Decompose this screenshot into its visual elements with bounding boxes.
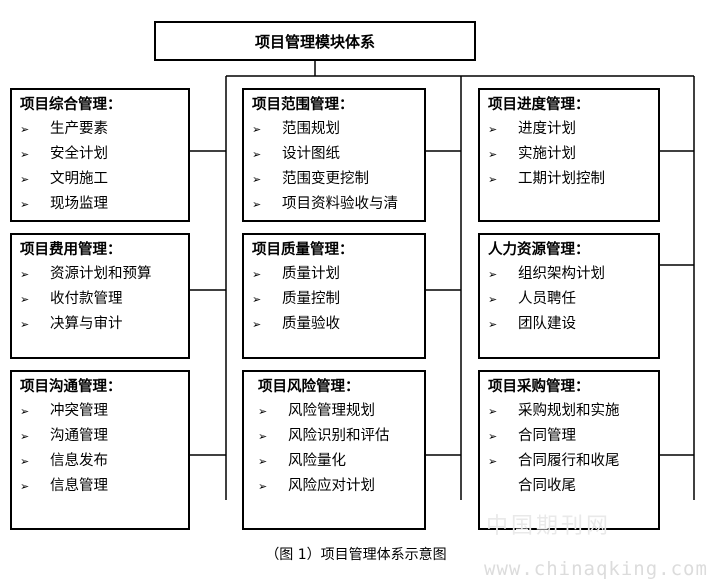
module-title: 项目风险管理： — [258, 379, 360, 395]
list-item: ➢风险应对计划 — [258, 474, 418, 499]
list-item: ➢设计图纸 — [252, 142, 418, 167]
list-item: ➢安全计划 — [20, 142, 182, 167]
module-title: 项目沟通管理： — [20, 379, 122, 395]
arrow-bullet-icon: ➢ — [488, 268, 498, 281]
arrow-bullet-icon: ➢ — [258, 480, 268, 493]
figure-caption: （图 1）项目管理体系示意图 — [265, 547, 447, 563]
list-item: ➢资源计划和预算 — [20, 262, 182, 287]
list-item: ➢工期计划控制 — [488, 167, 652, 192]
list-item: ➢采购规划和实施 — [488, 399, 652, 424]
arrow-bullet-icon: ➢ — [20, 405, 30, 418]
arrow-bullet-icon: ➢ — [252, 318, 262, 331]
list-item: ➢生产要素 — [20, 117, 182, 142]
module-title: 项目费用管理： — [20, 242, 122, 258]
list-item: ➢实施计划 — [488, 142, 652, 167]
module-hr: 人力资源管理： ➢组织架构计划 ➢人员聘任 ➢团队建设 — [478, 233, 660, 359]
arrow-bullet-icon: ➢ — [20, 268, 30, 281]
arrow-bullet-icon: ➢ — [252, 293, 262, 306]
diagram-title: 项目管理模块体系 — [154, 21, 476, 61]
list-item: ➢决算与审计 — [20, 312, 182, 337]
arrow-bullet-icon: ➢ — [20, 148, 30, 161]
module-cost: 项目费用管理： ➢资源计划和预算 ➢收付款管理 ➢决算与审计 — [10, 233, 190, 359]
arrow-bullet-icon: ➢ — [488, 318, 498, 331]
module-communication: 项目沟通管理： ➢冲突管理 ➢沟通管理 ➢信息发布 ➢信息管理 — [10, 370, 190, 530]
arrow-bullet-icon: ➢ — [488, 148, 498, 161]
list-item: ➢风险识别和评估 — [258, 424, 418, 449]
arrow-bullet-icon: ➢ — [252, 123, 262, 136]
list-item: ➢收付款管理 — [20, 287, 182, 312]
list-item: ➢项目资料验收与清 — [252, 192, 418, 217]
module-title: 项目质量管理： — [252, 242, 354, 258]
list-item: ➢沟通管理 — [20, 424, 182, 449]
module-scope: 项目范围管理： ➢范围规划 ➢设计图纸 ➢范围变更挖制 ➢项目资料验收与清 — [242, 88, 426, 222]
list-item: ➢现场监理 — [20, 192, 182, 217]
arrow-bullet-icon: ➢ — [488, 455, 498, 468]
module-schedule: 项目进度管理： ➢进度计划 ➢实施计划 ➢工期计划控制 — [478, 88, 660, 222]
arrow-bullet-icon: ➢ — [20, 293, 30, 306]
arrow-bullet-icon: ➢ — [258, 455, 268, 468]
arrow-bullet-icon: ➢ — [20, 123, 30, 136]
list-item: ➢风险量化 — [258, 449, 418, 474]
list-item: ➢合同履行和收尾 — [488, 449, 652, 474]
list-item: ➢范围变更挖制 — [252, 167, 418, 192]
module-title: 人力资源管理： — [488, 242, 590, 258]
list-item: ➢风险管理规划 — [258, 399, 418, 424]
arrow-bullet-icon: ➢ — [20, 318, 30, 331]
arrow-bullet-icon: ➢ — [488, 173, 498, 186]
arrow-bullet-icon: ➢ — [20, 480, 30, 493]
module-procurement: 项目采购管理： ➢采购规划和实施 ➢合同管理 ➢合同履行和收尾 合同收尾 — [478, 370, 660, 530]
watermark-text: 中国期刊网 — [486, 514, 612, 539]
module-title: 项目采购管理： — [488, 379, 590, 395]
arrow-bullet-icon: ➢ — [488, 123, 498, 136]
arrow-bullet-icon: ➢ — [252, 268, 262, 281]
list-item: ➢人员聘任 — [488, 287, 652, 312]
list-item: ➢信息发布 — [20, 449, 182, 474]
arrow-bullet-icon: ➢ — [258, 430, 268, 443]
list-item: ➢冲突管理 — [20, 399, 182, 424]
module-title: 项目综合管理： — [20, 97, 122, 113]
module-risk: 项目风险管理： ➢风险管理规划 ➢风险识别和评估 ➢风险量化 ➢风险应对计划 — [242, 370, 426, 530]
arrow-bullet-icon: ➢ — [488, 430, 498, 443]
list-item: ➢范围规划 — [252, 117, 418, 142]
module-title: 项目范围管理： — [252, 97, 354, 113]
arrow-bullet-icon: ➢ — [20, 455, 30, 468]
list-item: ➢信息管理 — [20, 474, 182, 499]
list-item: ➢质量计划 — [252, 262, 418, 287]
list-item: 合同收尾 — [518, 478, 576, 494]
arrow-bullet-icon: ➢ — [252, 173, 262, 186]
module-quality: 项目质量管理： ➢质量计划 ➢质量控制 ➢质量验收 — [242, 233, 426, 359]
list-item: ➢质量控制 — [252, 287, 418, 312]
list-item: ➢团队建设 — [488, 312, 652, 337]
list-item: ➢合同管理 — [488, 424, 652, 449]
arrow-bullet-icon: ➢ — [258, 405, 268, 418]
arrow-bullet-icon: ➢ — [488, 293, 498, 306]
arrow-bullet-icon: ➢ — [488, 405, 498, 418]
module-title: 项目进度管理： — [488, 97, 590, 113]
arrow-bullet-icon: ➢ — [20, 198, 30, 211]
arrow-bullet-icon: ➢ — [252, 198, 262, 211]
list-item: ➢质量验收 — [252, 312, 418, 337]
arrow-bullet-icon: ➢ — [252, 148, 262, 161]
arrow-bullet-icon: ➢ — [20, 430, 30, 443]
module-integration: 项目综合管理： ➢生产要素 ➢安全计划 ➢文明施工 ➢现场监理 — [10, 88, 190, 222]
list-item: ➢文明施工 — [20, 167, 182, 192]
list-item: ➢进度计划 — [488, 117, 652, 142]
list-item: ➢组织架构计划 — [488, 262, 652, 287]
arrow-bullet-icon: ➢ — [20, 173, 30, 186]
watermark-url: www.chinaqking.com — [484, 558, 708, 580]
